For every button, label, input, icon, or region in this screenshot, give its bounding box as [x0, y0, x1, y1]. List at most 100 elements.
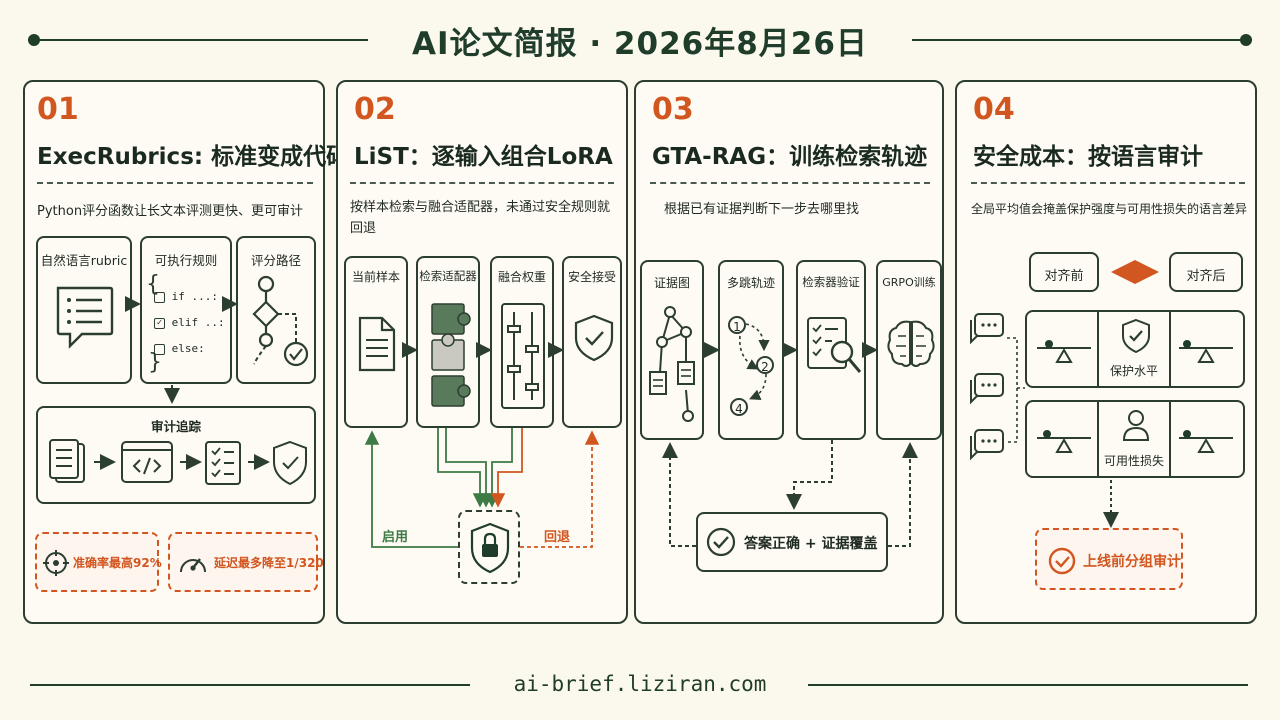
audit-trail-box: 审计追踪 — [36, 406, 316, 504]
panel-number: 02 — [354, 92, 396, 127]
check-circle-icon — [706, 527, 736, 557]
hop-node: 2 — [756, 356, 774, 374]
rule-row: if ...: — [154, 290, 230, 308]
title-divider — [971, 182, 1245, 184]
safety-gate-box — [458, 510, 520, 584]
before-align-box: 对齐前 — [1029, 252, 1099, 292]
checkbox-icon — [154, 291, 165, 303]
step-box-evidence-graph: 证据图 — [640, 260, 704, 440]
step-label: 检索器验证 — [802, 275, 860, 289]
metric-latency: 延迟最多降至1/320 — [168, 532, 324, 592]
step-label: 自然语言rubric — [40, 253, 128, 268]
rule-row: ✓ elif ..: — [154, 316, 230, 334]
audit-label: 审计追踪 — [150, 419, 201, 434]
audit-flow-icons — [49, 439, 307, 486]
rollback-label: 回退 — [544, 530, 571, 545]
step-box-natural-rubric: 自然语言rubric — [36, 236, 132, 384]
check-circle-icon — [1048, 547, 1076, 575]
step-label: 检索适配器 — [419, 269, 477, 283]
reward-text: 答案正确 + 证据覆盖 — [744, 536, 878, 552]
after-align-box: 对齐后 — [1169, 252, 1243, 292]
step-label: 评分路径 — [250, 253, 301, 268]
panel-safety-cost: 04 安全成本：按语言审计 全局平均值会掩盖保护强度与可用性损失的语言差异 对齐… — [955, 80, 1257, 624]
title-rule-left — [34, 39, 368, 41]
chat-bubble-icon — [970, 429, 1004, 461]
step-label: 当前样本 — [351, 270, 400, 284]
panel-title: 安全成本：按语言审计 — [973, 144, 1203, 170]
panel2-flow-lines — [364, 342, 600, 548]
step-label: 证据图 — [653, 276, 690, 290]
panel-description: 根据已有证据判断下一步去哪里找 — [664, 202, 860, 217]
title-divider — [37, 182, 313, 184]
target-icon — [43, 550, 69, 576]
hop-trajectory-arrows — [739, 323, 770, 400]
balance-scale-icon — [1179, 430, 1233, 453]
checked-box-icon: ✓ — [154, 317, 165, 329]
step-box-safety-accept: 安全接受 — [562, 256, 622, 428]
before-label: 对齐前 — [1044, 269, 1084, 284]
title-bar: AI论文简报 · 2026年8月26日 — [0, 12, 1280, 68]
document-icon — [358, 316, 396, 372]
step-box-retriever-verify: 检索器验证 — [796, 260, 866, 440]
metric-text: 延迟最多降至1/320 — [214, 556, 324, 570]
evidence-graph-icon — [649, 306, 695, 422]
footer-rule-right — [808, 684, 1248, 686]
reward-box: 答案正确 + 证据覆盖 — [696, 512, 888, 572]
step-label: 多跳轨迹 — [726, 276, 775, 290]
usability-row: 可用性损失 — [1025, 400, 1245, 478]
after-label: 对齐后 — [1186, 269, 1226, 284]
rule-text: else: — [171, 342, 205, 355]
balance-scale-icon — [1037, 430, 1091, 453]
step-box-scoring-path: 评分路径 — [236, 236, 316, 384]
brace-open-icon: { — [146, 272, 160, 297]
balance-scale-icon — [1037, 340, 1091, 363]
panel-number: 04 — [973, 92, 1015, 127]
shield-lock-icon — [470, 522, 510, 574]
step-box-fusion-weights: 融合权重 — [490, 256, 554, 428]
chat-bubble-icon — [970, 313, 1004, 345]
usability-cell: 可用性损失 — [1097, 400, 1171, 478]
panel3-flow-lines — [662, 342, 918, 547]
hop-node: 1 — [728, 316, 746, 334]
rule-text: if ...: — [171, 290, 218, 303]
panel-title: GTA-RAG：训练检索轨迹 — [652, 144, 928, 170]
shield-check-icon — [574, 314, 614, 362]
action-text: 上线前分组审计 — [1083, 554, 1181, 570]
protection-cell: 保护水平 — [1097, 310, 1171, 388]
panel-description: Python评分函数让长文本评测更快、更可审计 — [37, 204, 304, 219]
step-label: 融合权重 — [497, 270, 546, 284]
panel-title: LiST：逐输入组合LoRA — [354, 144, 613, 170]
panel-description: 全局平均值会掩盖保护强度与可用性损失的语言差异 — [971, 202, 1248, 216]
protection-label: 保护水平 — [1109, 364, 1158, 378]
panel-list: 02 LiST：逐输入组合LoRA 按样本检索与融合适配器，未通过安全规则就回退… — [336, 80, 628, 624]
document-chat-icon — [56, 286, 114, 349]
hop-node: 4 — [730, 398, 748, 416]
footer-rule-left — [30, 684, 470, 686]
enable-label: 启用 — [382, 530, 409, 545]
title-divider — [650, 182, 930, 184]
checklist-magnifier-icon — [807, 317, 862, 373]
step-label: 安全接受 — [567, 270, 616, 284]
step-label: GRPO训练 — [882, 276, 936, 289]
user-icon — [1122, 410, 1150, 441]
step-box-retrieve-adapters: 检索适配器 — [416, 256, 480, 428]
panel1-arrows — [125, 296, 238, 404]
brain-circuit-icon — [887, 320, 935, 367]
step-box-executable-rules: 可执行规则 { } if ...: ✓ elif ..: else: — [140, 236, 232, 384]
panel-gta-rag: 03 GTA-RAG：训练检索轨迹 根据已有证据判断下一步去哪里找 证据图 多跳… — [634, 80, 944, 624]
chat-bubble-icon — [970, 373, 1004, 405]
panel-number: 01 — [37, 92, 79, 127]
checkbox-icon — [154, 343, 165, 355]
metric-accuracy: 准确率最高92% — [35, 532, 162, 592]
step-label: 可执行规则 — [154, 253, 218, 268]
metric-text: 准确率最高92% — [73, 556, 162, 570]
panel-title: ExecRubrics: 标准变成代码 — [37, 144, 350, 170]
panel4-graphics — [1007, 260, 1159, 528]
rule-text: elif ..: — [171, 316, 225, 329]
balance-scale-icon — [1179, 340, 1233, 363]
group-audit-action: 上线前分组审计 — [1035, 528, 1183, 590]
sliders-icon — [501, 303, 545, 409]
panel-number: 03 — [652, 92, 694, 127]
panel-execrubrics: 01 ExecRubrics: 标准变成代码 Python评分函数让长文本评测更… — [23, 80, 349, 624]
title-divider — [350, 182, 614, 184]
